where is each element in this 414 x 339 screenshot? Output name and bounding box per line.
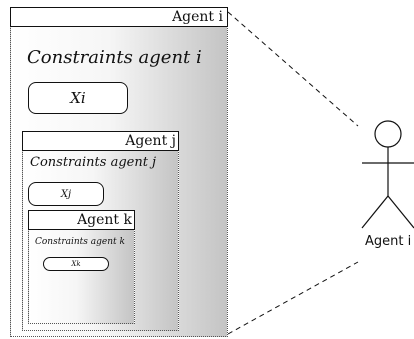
agent-j-variable: Xj: [60, 188, 72, 200]
lower-connector-line: [227, 261, 359, 335]
agent-k-variable-box: Xk: [43, 257, 109, 271]
actor-right-leg: [387, 195, 414, 229]
agent-i-variable: Xi: [70, 89, 86, 107]
agent-j-constraints-label: Constraints agent j: [30, 155, 157, 170]
agent-j-variable-box: Xj: [28, 182, 104, 206]
agent-i-variable-box: Xi: [28, 82, 128, 114]
agent-i-header: Agent i: [10, 7, 228, 27]
agent-k-variable: Xk: [71, 260, 81, 268]
agent-k-constraints-label: Constraints agent k: [35, 237, 125, 247]
agent-j-header-label: Agent j: [125, 133, 176, 149]
actor-left-leg: [361, 195, 389, 229]
actor-label: Agent i: [365, 234, 412, 249]
upper-connector-line: [227, 11, 359, 127]
agent-i-header-label: Agent i: [172, 9, 223, 25]
agent-k-header-label: Agent k: [77, 212, 132, 228]
agent-i-constraints-label: Constraints agent i: [27, 47, 202, 68]
agent-j-header: Agent j: [22, 131, 179, 151]
agent-k-panel: [28, 228, 135, 324]
agent-k-header: Agent k: [28, 210, 135, 230]
actor-head: [374, 120, 402, 148]
